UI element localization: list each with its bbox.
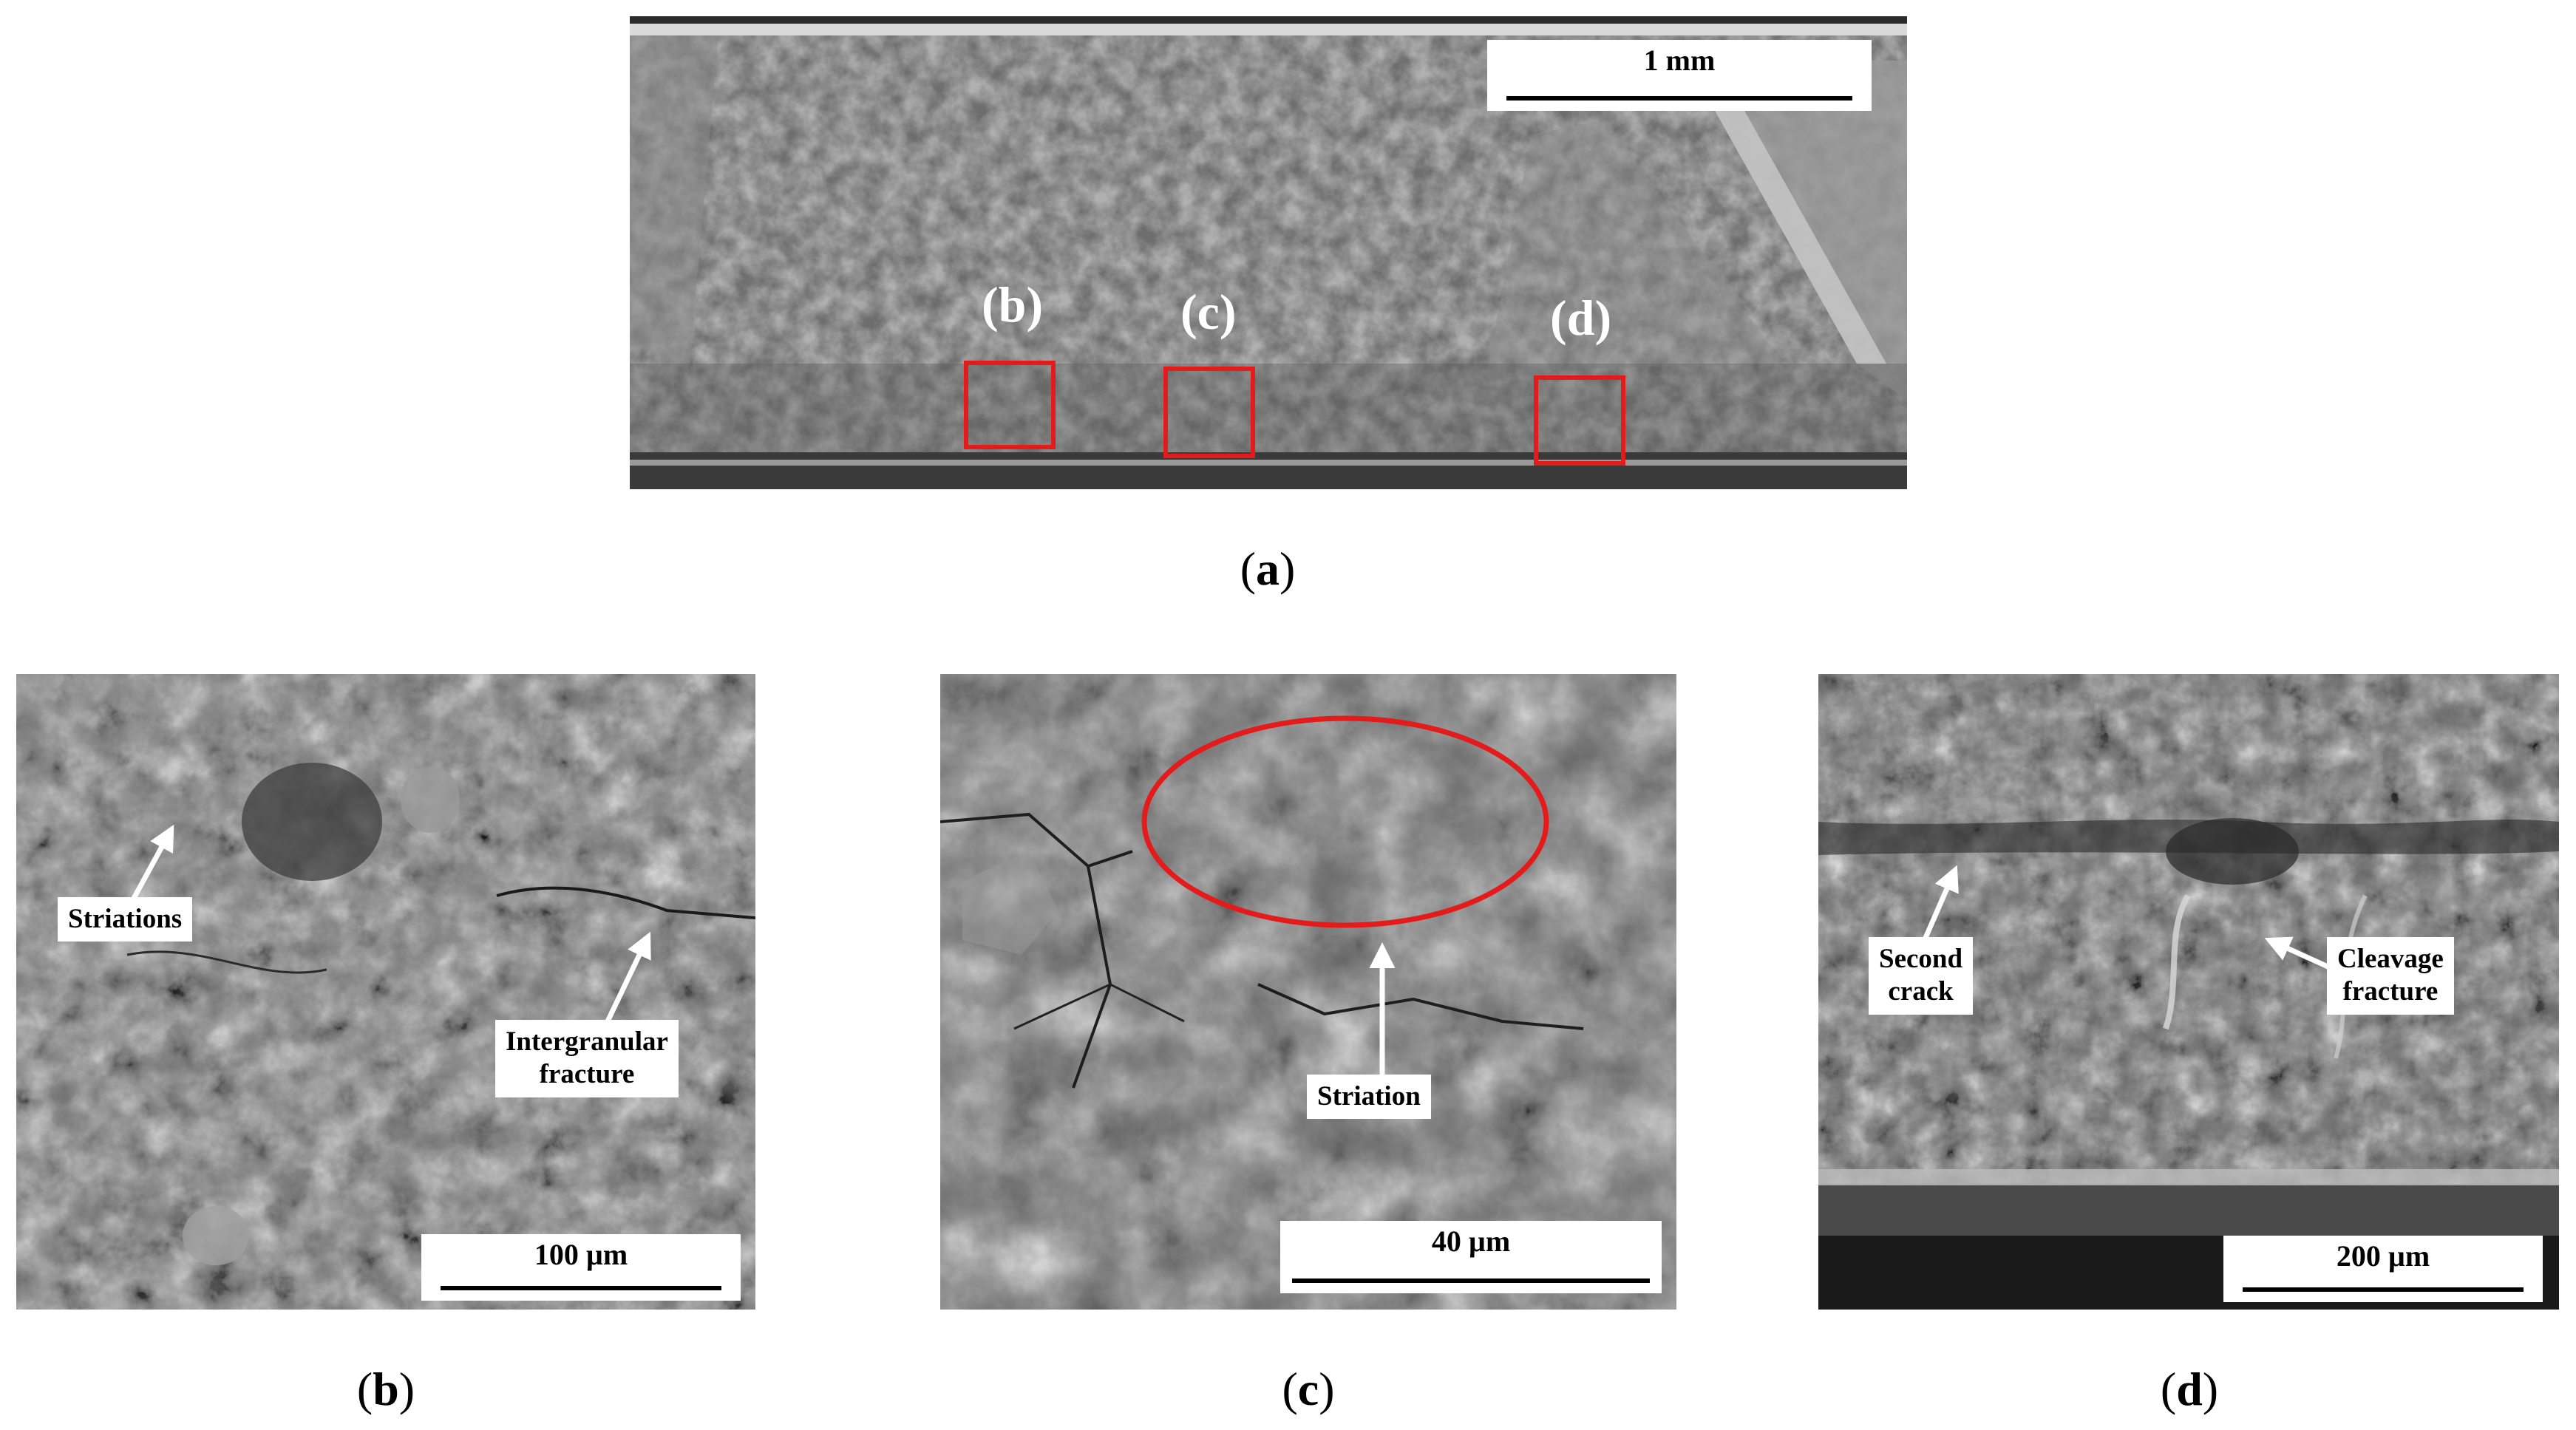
label-striations: Striations [58,897,193,942]
scale-bar-a: 1 mm [1487,40,1872,111]
region-box-c [1163,367,1255,458]
region-label-b: (b) [982,276,1044,333]
scale-bar-label: 200 µm [2336,1239,2430,1273]
caption-a: (a) [1240,542,1296,595]
scale-bar-d: 200 µm [2223,1236,2543,1302]
region-box-b [964,361,1056,449]
fracture-surface-c [940,674,1676,1310]
scale-bar-line [1292,1279,1650,1283]
sem-image-panel-a: 1 mm (b) (c) (d) [630,16,1907,489]
region-box-d [1534,375,1625,466]
scale-bar-label: 40 µm [1431,1225,1511,1258]
region-label-d: (d) [1550,290,1612,346]
fracture-surface-b [16,674,755,1310]
scale-bar-line [441,1286,721,1290]
caption-c: (c) [1282,1363,1335,1415]
sem-image-panel-c: Striation 40 µm [940,674,1676,1310]
scale-bar-line [1506,96,1852,101]
scale-bar-c: 40 µm [1280,1221,1662,1293]
scale-bar-label: 1 mm [1643,44,1716,77]
scale-bar-b: 100 µm [421,1234,741,1301]
caption-b: (b) [356,1363,415,1415]
region-label-c: (c) [1180,284,1237,340]
scale-bar-line [2243,1287,2524,1292]
scale-bar-label: 100 µm [534,1238,628,1271]
caption-d: (d) [2160,1363,2219,1415]
label-striation: Striation [1307,1075,1431,1120]
